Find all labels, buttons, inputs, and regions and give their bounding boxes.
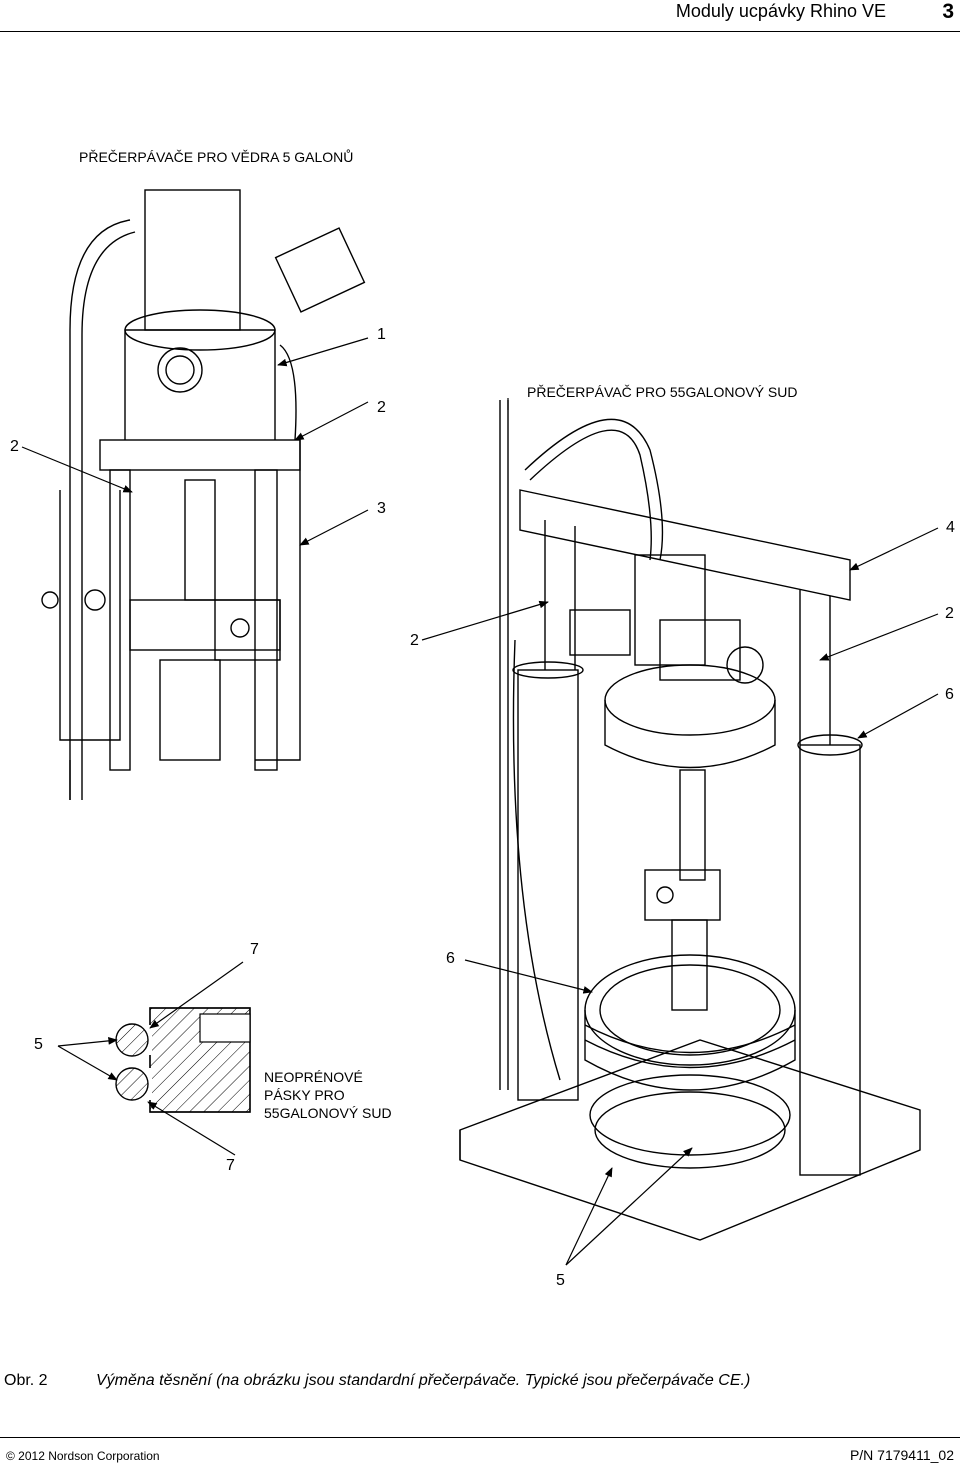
callout-4: 4 — [946, 519, 955, 536]
callout-6: 6 — [945, 686, 954, 703]
callout-2: 2 — [945, 605, 954, 622]
leader-lines — [21, 337, 939, 1266]
drum-pump-drawing — [459, 400, 921, 1241]
callout-5: 5 — [556, 1272, 565, 1289]
callout-2: 2 — [10, 438, 19, 455]
o-ring-lower — [115, 1067, 149, 1101]
footer-copyright: © 2012 Nordson Corporation — [6, 1449, 160, 1463]
callout-2: 2 — [410, 632, 419, 649]
callout-6: 6 — [446, 950, 455, 967]
callout-5: 5 — [34, 1036, 43, 1053]
callout-3: 3 — [377, 500, 386, 517]
header-divider — [0, 31, 960, 32]
callout-7: 7 — [226, 1157, 235, 1174]
callout-2: 2 — [377, 399, 386, 416]
header-title: Moduly ucpávky Rhino VE — [675, 1, 886, 21]
o-ring-upper — [115, 1023, 149, 1057]
label-drum-pump: PŘEČERPÁVAČ PRO 55GALONOVÝ SUD — [527, 384, 798, 400]
page-number: 3 — [942, 0, 954, 23]
bucket-pump-drawing — [41, 189, 366, 800]
label-bands-line1: NEOPRÉNOVÉ — [264, 1069, 363, 1085]
footer-part-number: P/N 7179411_02 — [849, 1447, 954, 1463]
figure-caption: Výměna těsnění (na obrázku jsou standard… — [96, 1372, 751, 1389]
callout-7: 7 — [250, 941, 259, 958]
seal-section-drawing — [115, 1007, 251, 1113]
label-bucket-pumps: PŘEČERPÁVAČE PRO VĚDRA 5 GALONŮ — [79, 149, 354, 165]
footer-divider — [0, 1437, 960, 1438]
label-bands-line3: 55GALONOVÝ SUD — [264, 1105, 392, 1121]
callout-1: 1 — [377, 326, 386, 343]
label-bands-line2: PÁSKY PRO — [264, 1087, 345, 1103]
figure-number: Obr. 2 — [4, 1372, 48, 1389]
